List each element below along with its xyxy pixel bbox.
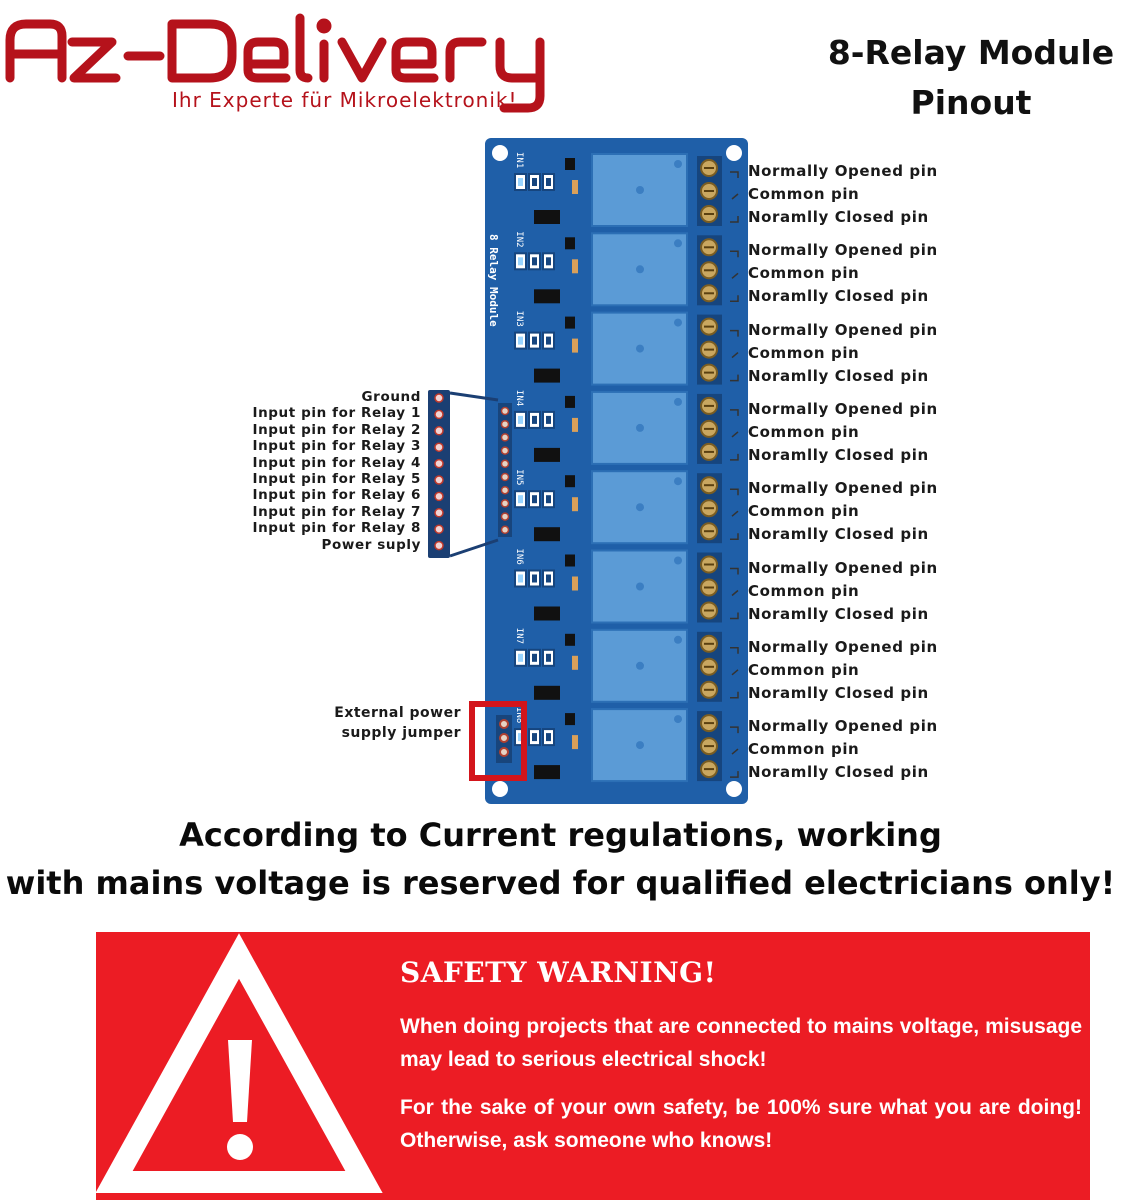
regulation-line-1: According to Current regulations, workin… [179, 816, 942, 854]
input-pin-label: Input pin for Relay 8 [252, 520, 421, 537]
relay-channel: IN5 [514, 469, 739, 545]
connector-line [449, 538, 499, 558]
normally-open-label: Normally Opened pin [748, 717, 938, 736]
input-header-pin [500, 499, 510, 508]
relay-channel: IN1 [514, 152, 739, 227]
input-pin-label: Power suply [321, 536, 421, 553]
label-strip-pin [434, 508, 444, 518]
input-header-pin [500, 525, 510, 535]
common-label: Common pin [748, 502, 860, 521]
mounting-hole [492, 781, 508, 797]
warning-paragraph-1: When doing projects that are connected t… [400, 1015, 1082, 1071]
normally-open-label: Normally Opened pin [748, 320, 938, 339]
jumper-label-line-1: External power [334, 705, 461, 721]
input-header-pin [500, 446, 510, 455]
normally-closed-label: Noramlly Closed pin [748, 208, 929, 226]
input-label-pin-strip [428, 390, 450, 558]
common-label: Common pin [748, 581, 860, 600]
relay-channel: IN3 [514, 311, 739, 386]
channel-label: IN4 [514, 390, 524, 406]
brand-tagline: Ihr Experte für Mikroelektronik! [172, 88, 518, 112]
input-pin-label: Input pin for Relay 2 [252, 421, 421, 438]
input-header-pin [500, 512, 510, 521]
normally-closed-label: Noramlly Closed pin [748, 604, 929, 623]
input-pin-label: Input pin for Relay 1 [252, 405, 421, 422]
connector-line [449, 391, 499, 402]
channel-label: IN7 [514, 628, 524, 644]
common-label: Common pin [748, 343, 860, 362]
common-label: Common pin [748, 264, 860, 283]
input-pin-label: Input pin for Relay 5 [252, 471, 421, 487]
common-label: Common pin [748, 660, 860, 679]
normally-closed-label: Noramlly Closed pin [748, 445, 929, 464]
normally-closed-label: Noramlly Closed pin [748, 525, 929, 544]
input-pin-label: Ground [361, 389, 421, 405]
label-strip-pin [434, 475, 444, 485]
channel-label: IN3 [514, 311, 524, 327]
channel-label: IN2 [514, 231, 524, 247]
jumper-label-line-2: supply jumper [341, 725, 461, 741]
normally-closed-label: Noramlly Closed pin [748, 287, 929, 306]
label-strip-pin [434, 458, 444, 469]
warning-paragraph-2: For the sake of your own safety, be 100%… [400, 1096, 1082, 1152]
label-strip-pin [434, 442, 444, 452]
normally-open-label: Normally Opened pin [748, 637, 938, 656]
normally-closed-label: Noramlly Closed pin [748, 683, 929, 702]
page-title: 8-Relay Module Pinout [821, 28, 1121, 128]
normally-closed-label: Noramlly Closed pin [748, 366, 929, 385]
normally-open-label: Normally Opened pin [748, 241, 938, 260]
label-strip-pin [434, 540, 444, 551]
input-pin-label: Input pin for Relay 6 [252, 487, 421, 504]
normally-closed-label: Noramlly Closed pin [748, 763, 929, 782]
input-pin-label: Input pin for Relay 7 [252, 503, 421, 520]
normally-open-label: Normally Opened pin [748, 479, 938, 498]
input-pin-label: Input pin for Relay 4 [252, 454, 421, 471]
silk-label: 8 Relay Module [487, 234, 500, 327]
label-strip-pin [434, 524, 444, 534]
relay-channel: IN4 [514, 390, 739, 465]
safety-warning-panel: SAFETY WARNING! When doing projects that… [96, 932, 1090, 1200]
regulation-line-2: with mains voltage is reserved for quali… [5, 864, 1116, 902]
input-header-pin [500, 406, 510, 416]
mounting-hole [726, 781, 742, 797]
warning-triangle-icon [96, 933, 383, 1193]
jumper-label: External power supply jumper [334, 703, 461, 743]
relay-channel: IN7 [514, 628, 739, 703]
relay-channel: IN2 [514, 231, 739, 307]
channel-label: IN5 [514, 469, 524, 485]
label-strip-pin [434, 393, 444, 403]
input-header-pin [500, 459, 510, 469]
mounting-hole [726, 145, 742, 161]
channel-label: IN8 [514, 707, 524, 723]
normally-open-label: Normally Opened pin [748, 162, 938, 180]
input-header-pin [500, 472, 510, 482]
normally-open-label: Normally Opened pin [748, 399, 938, 418]
common-label: Common pin [748, 740, 860, 759]
relay-channel: IN6 [514, 549, 739, 624]
brand-logo [5, 13, 545, 113]
input-header-pin [500, 485, 510, 495]
relay-channel: IN8 [514, 707, 739, 783]
label-strip-pin [434, 426, 444, 436]
input-header-pin [500, 433, 510, 442]
input-pin-label: Input pin for Relay 3 [252, 438, 421, 455]
title-line-2: Pinout [910, 83, 1032, 122]
common-label: Common pin [748, 185, 860, 203]
input-header-pin [500, 419, 510, 429]
jumper-highlight [469, 701, 527, 781]
label-strip-pin [434, 409, 444, 420]
label-strip-pin [434, 491, 444, 502]
channel-label: IN1 [514, 152, 524, 168]
title-line-1: 8-Relay Module [827, 33, 1115, 72]
normally-open-label: Normally Opened pin [748, 558, 938, 577]
warning-title: SAFETY WARNING! [400, 956, 717, 989]
mounting-hole [492, 145, 508, 161]
common-label: Common pin [748, 422, 860, 441]
channel-label: IN6 [514, 549, 524, 565]
